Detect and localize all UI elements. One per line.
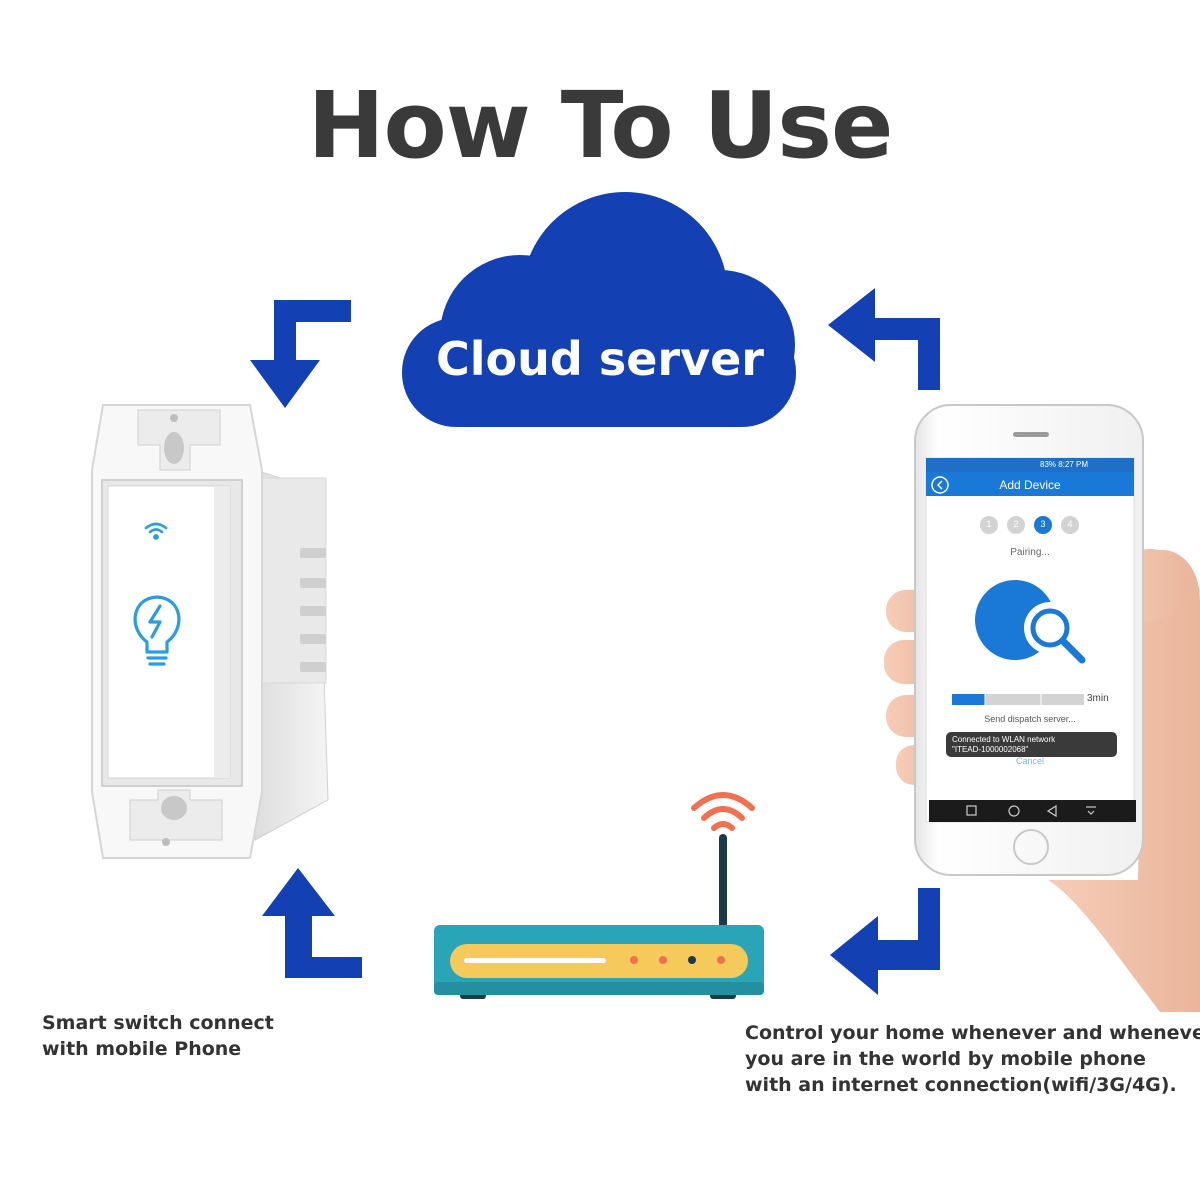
arrow-cloud-to-switch <box>250 300 351 408</box>
caption-phone-line-2: you are in the world by mobile phone <box>745 1048 1146 1070</box>
caption-switch: Smart switch connect with mobile Phone <box>42 1010 372 1062</box>
caption-phone-line-3: with an internet connection(wifi/3G/4G). <box>745 1074 1177 1096</box>
pairing-text: Pairing... <box>1010 547 1050 558</box>
search-icon <box>975 580 1086 664</box>
arrow-router-to-switch <box>262 868 362 978</box>
pairing-progress-bar <box>952 694 1084 705</box>
wifi-icon <box>144 522 168 540</box>
page-title: How To Use <box>307 72 894 179</box>
back-icon <box>931 476 949 494</box>
arrow-phone-to-router <box>830 888 940 995</box>
cloud-server-label: Cloud server <box>436 332 764 386</box>
cancel-button[interactable]: Cancel <box>1015 756 1044 766</box>
step-3: 3 <box>1040 519 1046 529</box>
dispatch-text: Send dispatch server... <box>984 714 1076 724</box>
caption-switch-line-2: with mobile Phone <box>42 1038 242 1060</box>
toast-line-1: Connected to WLAN network <box>952 735 1056 744</box>
step-4: 4 <box>1067 519 1073 529</box>
toast-message: Connected to WLAN network "ITEAD-1000002… <box>952 735 1055 755</box>
screen-header-title: Add Device <box>999 478 1061 492</box>
arrow-phone-to-cloud <box>828 288 940 390</box>
toast-line-2: "ITEAD-1000002068" <box>952 745 1029 754</box>
caption-phone: Control your home whenever and whenever … <box>745 1020 1200 1098</box>
step-2: 2 <box>1013 519 1019 529</box>
caption-switch-line-1: Smart switch connect <box>42 1012 274 1034</box>
wifi-signal-icon <box>691 792 755 831</box>
timer-label: 3min <box>1087 693 1109 704</box>
router <box>434 792 764 999</box>
smart-switch <box>91 404 329 859</box>
lightbulb-icon <box>133 595 181 666</box>
cloud-shape <box>402 192 796 427</box>
step-1: 1 <box>986 519 992 529</box>
phone <box>914 404 1144 876</box>
status-bar: 83% 8:27 PM <box>1040 460 1089 469</box>
caption-phone-line-1: Control your home whenever and whenever <box>745 1022 1200 1044</box>
